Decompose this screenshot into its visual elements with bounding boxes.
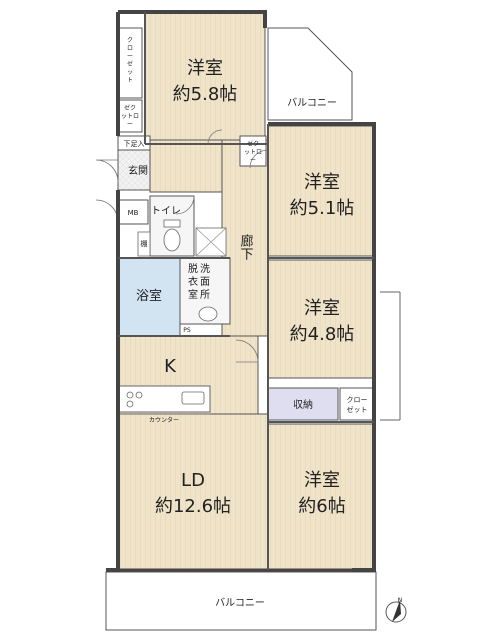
svg-text:クロー: クロー bbox=[347, 396, 368, 404]
room-western-2 bbox=[267, 125, 375, 257]
svg-text:ゼ: ゼ bbox=[127, 60, 133, 68]
closet-storage bbox=[267, 387, 339, 421]
closet-right bbox=[339, 387, 375, 421]
svg-text:ゼク: ゼク bbox=[247, 140, 259, 148]
svg-text:所: 所 bbox=[200, 289, 210, 301]
closet-right-label: クロー ゼット bbox=[347, 396, 368, 414]
room-ld bbox=[117, 413, 269, 571]
shelf-label: 棚 bbox=[141, 239, 148, 248]
washbasin-icon bbox=[198, 306, 218, 322]
room-western-1-title: 洋室 bbox=[187, 58, 223, 79]
svg-text:ッ: ッ bbox=[127, 69, 133, 76]
svg-text:ットロ: ットロ bbox=[121, 113, 139, 120]
svg-text:ト: ト bbox=[127, 77, 133, 84]
room-toilet-label: トイレ bbox=[151, 206, 181, 217]
svg-text:ットロ: ットロ bbox=[244, 149, 262, 156]
mb-label: MB bbox=[128, 209, 139, 217]
svg-text:脱: 脱 bbox=[188, 262, 198, 275]
svg-text:ー: ー bbox=[250, 157, 256, 164]
exterior-wall bbox=[106, 10, 376, 572]
svg-text:ゼット: ゼット bbox=[347, 405, 368, 414]
svg-text:ク: ク bbox=[127, 37, 133, 44]
mb-box bbox=[117, 199, 149, 225]
entrance-floor bbox=[117, 149, 151, 191]
ps-label: PS bbox=[183, 327, 191, 334]
svg-text:室: 室 bbox=[188, 288, 198, 301]
svg-text:面: 面 bbox=[200, 277, 210, 288]
room-western-4-size: 約6帖 bbox=[298, 496, 345, 517]
balcony-bottom-area bbox=[105, 571, 377, 631]
corridor-label: 廊下 bbox=[238, 233, 254, 260]
balcony-top-label: バルコニー bbox=[287, 97, 337, 109]
north-arrow-icon: N bbox=[385, 597, 407, 623]
entrance-label: 玄関 bbox=[128, 164, 148, 177]
north-letter: N bbox=[398, 597, 403, 604]
balcony-top-area bbox=[267, 27, 353, 121]
shoebox-label: 下足入 bbox=[124, 140, 145, 148]
room-western-1-size: 約5.8帖 bbox=[173, 84, 238, 105]
wic-1-label: ゼク ットロ ー bbox=[121, 104, 139, 128]
wic-2 bbox=[239, 135, 267, 167]
svg-text:洗: 洗 bbox=[200, 263, 210, 275]
hall bbox=[149, 139, 223, 193]
room-ld-title: LD bbox=[181, 470, 205, 491]
room-western-2-size: 約5.1帖 bbox=[290, 198, 355, 219]
storage-label: 収納 bbox=[293, 398, 313, 411]
counter-label: カウンター bbox=[149, 416, 179, 424]
room-kitchen-label: K bbox=[164, 356, 177, 377]
wic-2-label: ゼク ットロ ー bbox=[244, 140, 262, 164]
balcony-bottom-label: バルコニー bbox=[215, 597, 265, 609]
room-bath-label: 浴室 bbox=[136, 288, 162, 304]
svg-text:ロ: ロ bbox=[127, 45, 133, 52]
toilet-icon bbox=[163, 228, 181, 252]
stove-burner-icon bbox=[126, 400, 134, 408]
svg-text:衣: 衣 bbox=[188, 275, 198, 288]
washroom-label: 洗 面 所 脱 衣 室 bbox=[188, 262, 210, 301]
room-ld-size: 約12.6帖 bbox=[155, 496, 231, 517]
stove-burner-icon bbox=[135, 391, 143, 399]
wic-1 bbox=[117, 99, 143, 133]
room-western-3-title: 洋室 bbox=[304, 298, 340, 319]
sink bbox=[181, 391, 205, 405]
svg-text:ゼク: ゼク bbox=[124, 104, 136, 112]
room-western-3 bbox=[267, 259, 375, 379]
room-western-4 bbox=[267, 423, 375, 571]
closet-tall bbox=[117, 27, 143, 99]
svg-text:ー: ー bbox=[127, 53, 133, 60]
svg-text:ー: ー bbox=[127, 121, 133, 128]
room-western-2-title: 洋室 bbox=[304, 172, 340, 193]
closet-tall-label: ク ロ ー ゼ ッ ト bbox=[127, 37, 133, 84]
room-western-3-size: 約4.8帖 bbox=[290, 324, 355, 345]
room-western-4-title: 洋室 bbox=[304, 470, 340, 491]
stove-burner-icon bbox=[126, 391, 134, 399]
